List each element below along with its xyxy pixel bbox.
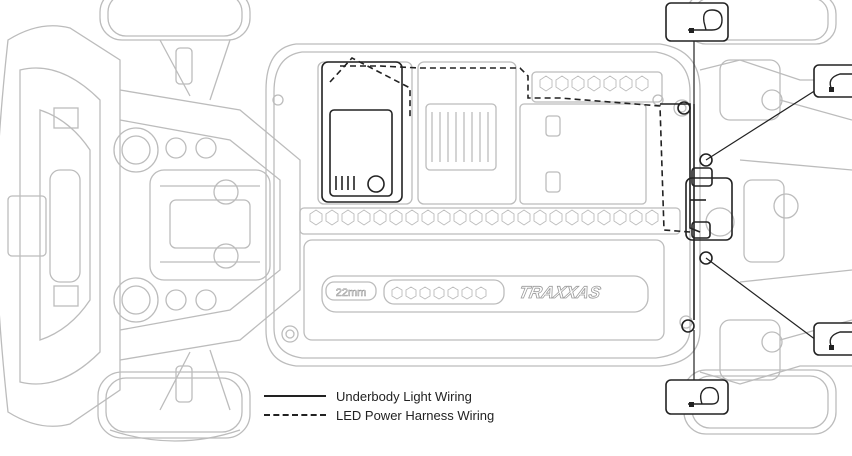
dashed-line-swatch [264, 414, 326, 416]
honeycomb-pattern [309, 75, 659, 300]
brand-mark: TRAXXAS [517, 282, 603, 302]
legend-label-underbody: Underbody Light Wiring [336, 388, 472, 404]
callout-top [665, 2, 729, 42]
legend-item-solid: Underbody Light Wiring [264, 387, 472, 405]
legend-item-dashed: LED Power Harness Wiring [264, 406, 494, 424]
solid-line-swatch [264, 395, 326, 397]
underbody-light-wiring [660, 103, 706, 320]
callout-leaders [693, 40, 817, 382]
chassis-badge: 22mm [336, 287, 367, 299]
chassis-tub [265, 43, 701, 367]
front-left-wheel [99, 0, 251, 41]
led-power-harness-wiring [329, 57, 691, 233]
front-bumper [0, 25, 121, 427]
receiver-wiring [321, 61, 403, 203]
legend: Underbody Light Wiring LED Power Harness… [264, 387, 564, 427]
callout-right-upper [813, 64, 852, 98]
legend-label-harness: LED Power Harness Wiring [336, 407, 495, 423]
callout-bottom [665, 379, 729, 415]
light-module [677, 101, 733, 333]
callout-right-lower [813, 322, 852, 356]
front-suspension [113, 39, 301, 411]
